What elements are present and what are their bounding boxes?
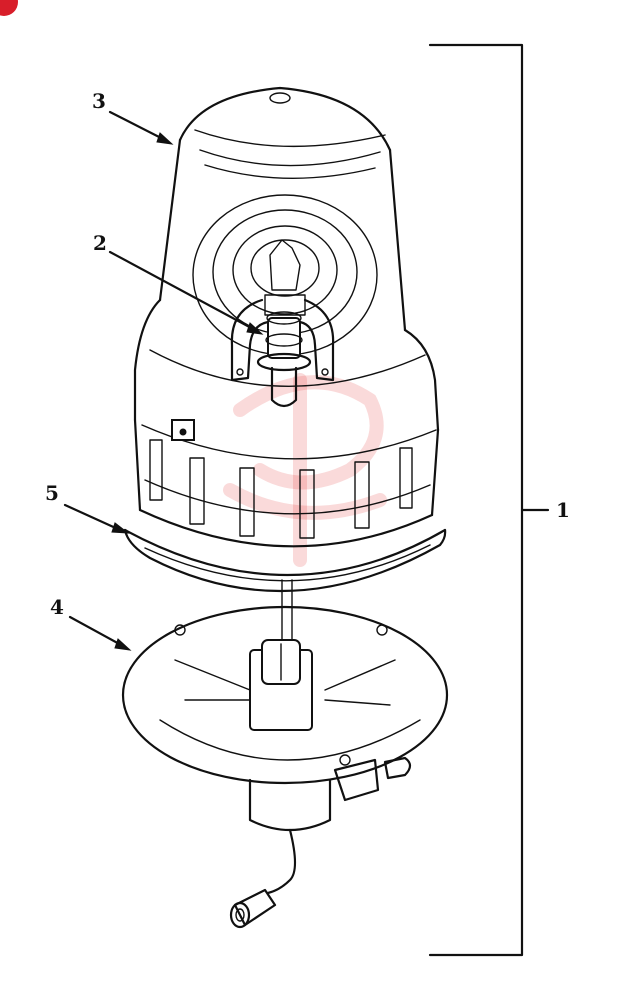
dome-lens (133, 86, 440, 432)
bulb-assembly (230, 239, 335, 408)
corner-badge (0, 0, 18, 16)
callout-5: 5 (45, 481, 59, 505)
gasket (123, 528, 447, 593)
callout-2: 2 (93, 231, 107, 255)
callout-4: 4 (50, 595, 64, 619)
callout-1: 1 (556, 498, 570, 522)
leaders (63, 110, 264, 651)
assembly-bracket (428, 43, 550, 957)
base-ring (133, 418, 440, 548)
mounting-base (121, 605, 449, 929)
callout-3: 3 (92, 89, 106, 113)
